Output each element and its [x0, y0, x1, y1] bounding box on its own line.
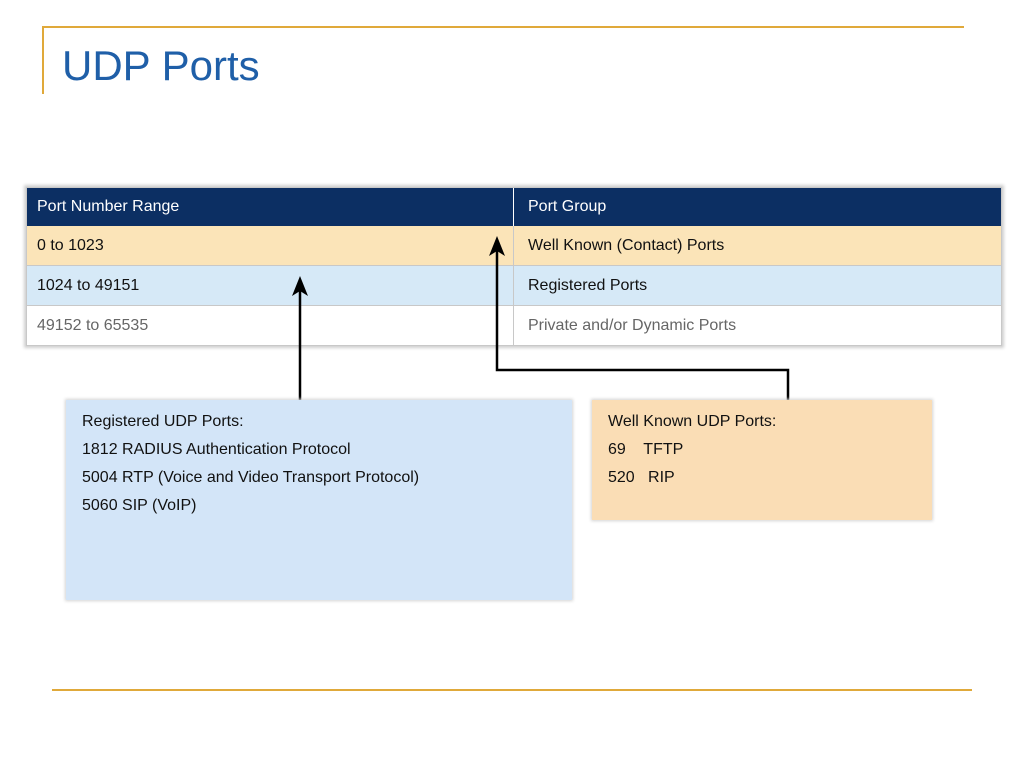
- well-known-box-heading: Well Known UDP Ports:: [608, 413, 777, 430]
- registered-box-line: 1812 RADIUS Authentication Protocol: [82, 441, 351, 458]
- cell-group: Private and/or Dynamic Ports: [513, 306, 1001, 345]
- header-port-group: Port Group: [513, 188, 1001, 226]
- table-row-registered: 1024 to 49151 Registered Ports: [27, 265, 1001, 305]
- cell-group: Well Known (Contact) Ports: [513, 226, 1001, 265]
- registered-ports-box: Registered UDP Ports: 1812 RADIUS Authen…: [66, 400, 572, 600]
- port-table: Port Number Range Port Group 0 to 1023 W…: [26, 187, 1002, 346]
- well-known-arrow-head: [489, 236, 505, 256]
- top-rule: [42, 26, 964, 28]
- table-header: Port Number Range Port Group: [27, 188, 1001, 226]
- table-row-private: 49152 to 65535 Private and/or Dynamic Po…: [27, 305, 1001, 345]
- registered-box-heading: Registered UDP Ports:: [82, 413, 244, 430]
- well-known-box-line: 520 RIP: [608, 469, 675, 486]
- cell-range: 0 to 1023: [37, 236, 104, 254]
- cell-range: 49152 to 65535: [37, 316, 149, 334]
- bottom-rule: [52, 689, 972, 691]
- cell-range: 1024 to 49151: [37, 276, 140, 294]
- table-row-well-known: 0 to 1023 Well Known (Contact) Ports: [27, 226, 1001, 265]
- page-title: UDP Ports: [62, 42, 260, 89]
- left-rule: [42, 26, 44, 94]
- registered-box-line: 5004 RTP (Voice and Video Transport Prot…: [82, 469, 420, 486]
- well-known-box-line: 69 TFTP: [608, 441, 684, 458]
- registered-arrow-head: [292, 276, 308, 296]
- well-known-arrow: [495, 246, 790, 400]
- cell-group: Registered Ports: [513, 266, 1001, 305]
- well-known-ports-box: Well Known UDP Ports: 69 TFTP 520 RIP: [592, 400, 932, 520]
- header-port-range: Port Number Range: [37, 198, 180, 215]
- registered-box-line: 5060 SIP (VoIP): [82, 497, 197, 514]
